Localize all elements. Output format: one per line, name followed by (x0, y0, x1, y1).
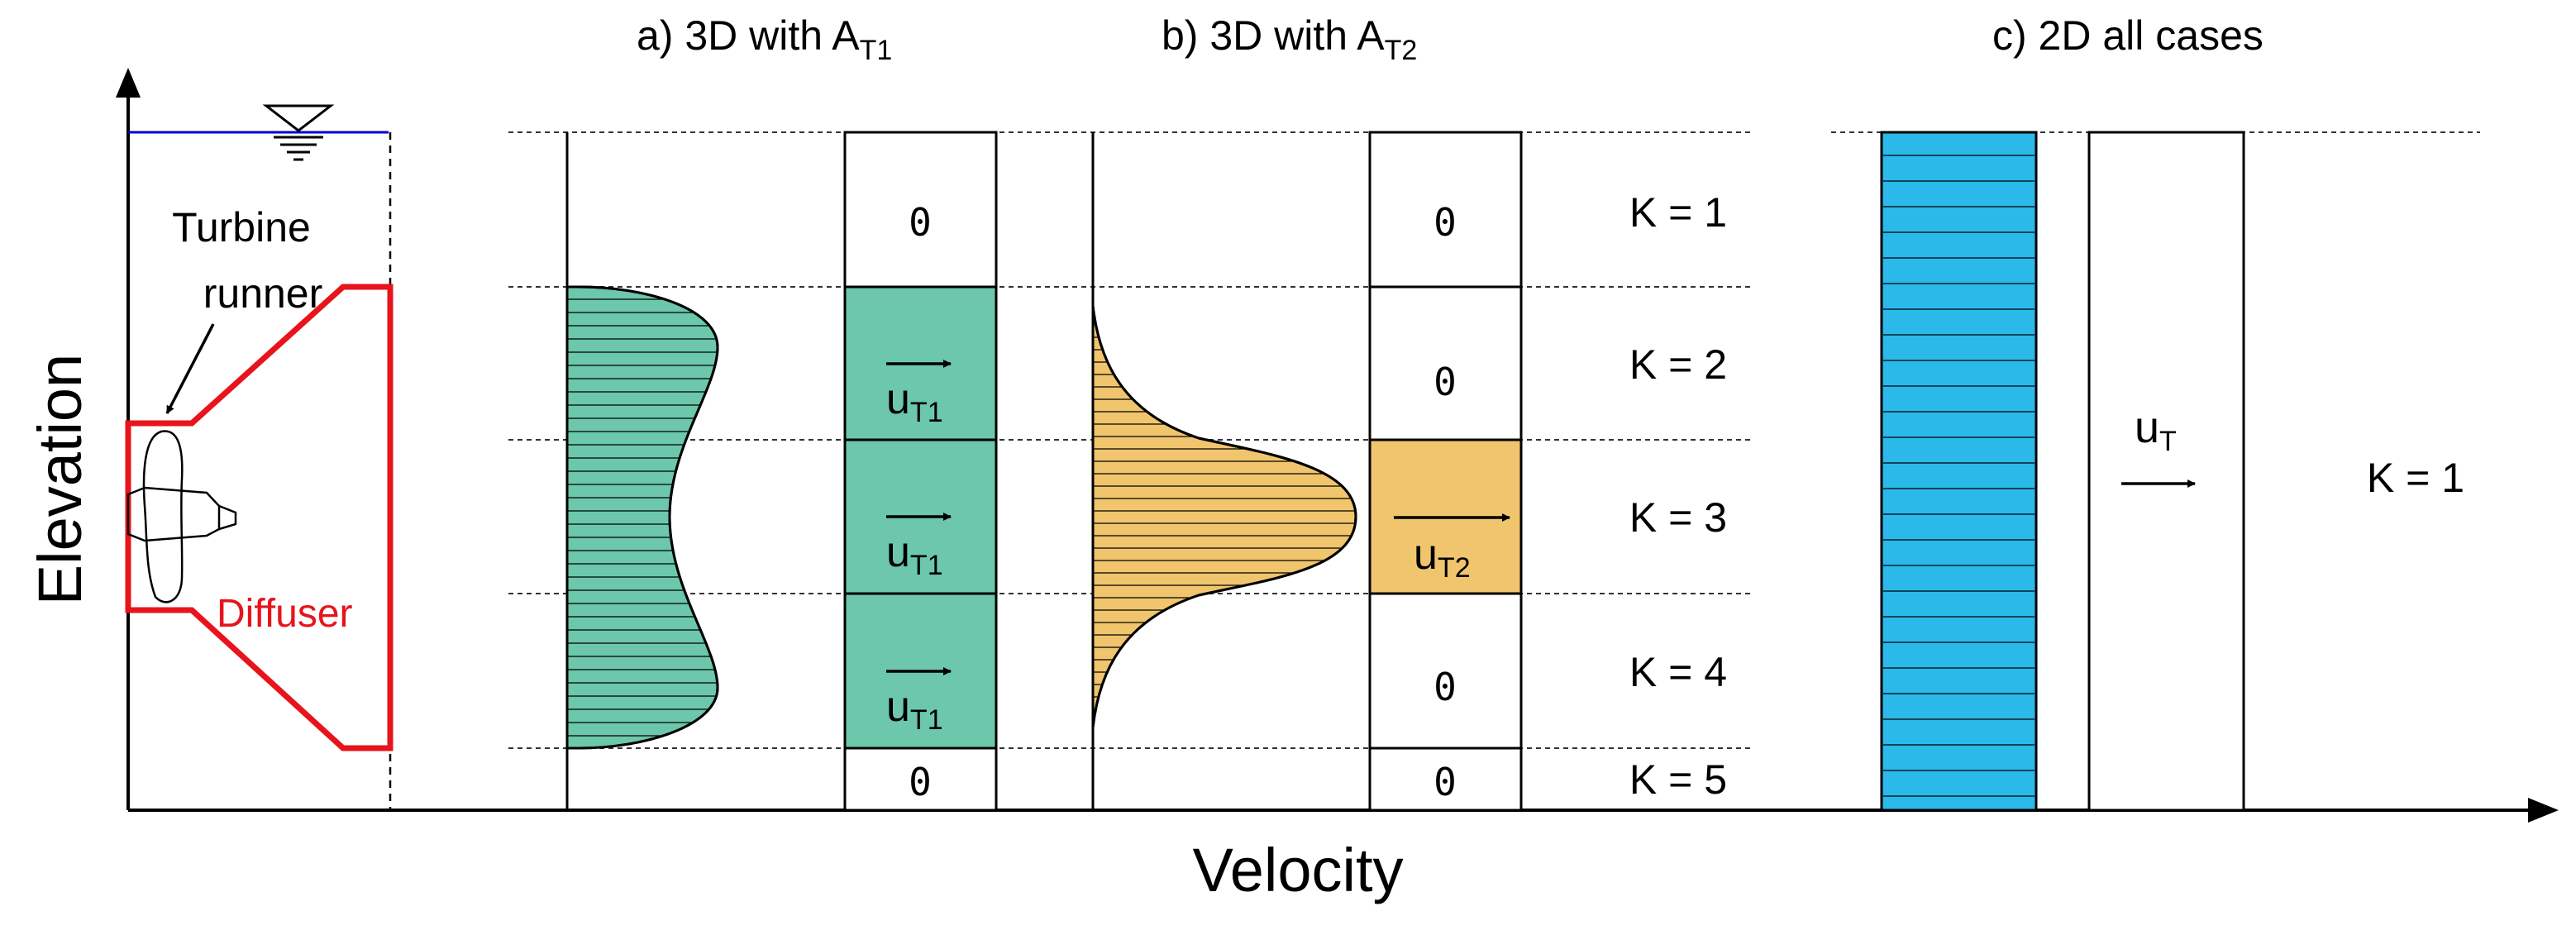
panel-b-cell-k4 (1368, 592, 1523, 750)
panel-b-cell-k1 (1368, 131, 1523, 289)
panel-b-title: b) 3D with AT2 (1162, 12, 1417, 66)
panel-c-layer-label: K = 1 (2367, 455, 2464, 501)
layer-label-k1: K = 1 (1629, 189, 1727, 236)
layer-label-k5: K = 5 (1629, 756, 1727, 803)
layer-label-k3: K = 3 (1629, 494, 1727, 541)
diffuser-label: Diffuser (217, 592, 353, 636)
panel-a-cell-k3-label: uT1 (886, 528, 943, 581)
panel-a-cell-k5 (843, 747, 998, 812)
water-level-symbol (262, 104, 335, 161)
panel-b-cell-k2-value: 0 (1433, 360, 1457, 404)
panel-b-cell-k2 (1368, 285, 1523, 441)
layer-label-k4: K = 4 (1629, 649, 1727, 695)
panel-a-title: a) 3D with AT1 (637, 12, 892, 66)
panel-a-cell-k2-label: uT1 (886, 375, 943, 428)
panel-b-velocity-profile-outline (1091, 305, 1357, 728)
panel-a-cell-k5-value: 0 (909, 760, 932, 804)
panel-c-title: c) 2D all cases (1992, 12, 2264, 59)
panel-b-cell-k1-value: 0 (1433, 200, 1457, 245)
panel-c-uniform-profile (1880, 131, 2038, 812)
panel-b-cell-k3-label: uT2 (1414, 531, 1471, 584)
panel-b-cell-k5-value: 0 (1433, 760, 1457, 804)
panel-b-velocity-profile (1091, 305, 1357, 728)
turbine-runner-label-line1: Turbine (172, 204, 311, 250)
turbine-runner-label-line2: runner (203, 270, 323, 317)
panel-a-cell-k4-label: uT1 (886, 683, 943, 736)
turbine-runner-shape (126, 430, 237, 603)
diffuser-outline (125, 284, 394, 751)
panel-b-cell-k4-value: 0 (1433, 665, 1457, 709)
panel-a-cell-k1-value: 0 (909, 200, 932, 245)
panel-a-cell-k4 (843, 592, 998, 750)
panel-a-velocity-profile-outline (565, 285, 719, 750)
y-axis-label: Elevation (26, 354, 94, 605)
panel-a-cell-k1 (843, 131, 998, 289)
layer-label-k2: K = 2 (1629, 341, 1727, 388)
x-axis-arrowhead (2528, 798, 2559, 823)
panel-b-cell-k5 (1368, 747, 1523, 812)
turbine-runner-pointer (165, 323, 215, 414)
panel-a-cell-column (843, 131, 998, 812)
panel-c-velocity-label: uT (2135, 403, 2177, 457)
panel-c-cell (2087, 131, 2245, 812)
y-axis-arrowhead (116, 68, 141, 98)
x-axis-label: Velocity (1192, 836, 1403, 904)
panel-a-velocity-profile (565, 285, 719, 750)
panel-c-profile-hatching (1883, 155, 2035, 797)
